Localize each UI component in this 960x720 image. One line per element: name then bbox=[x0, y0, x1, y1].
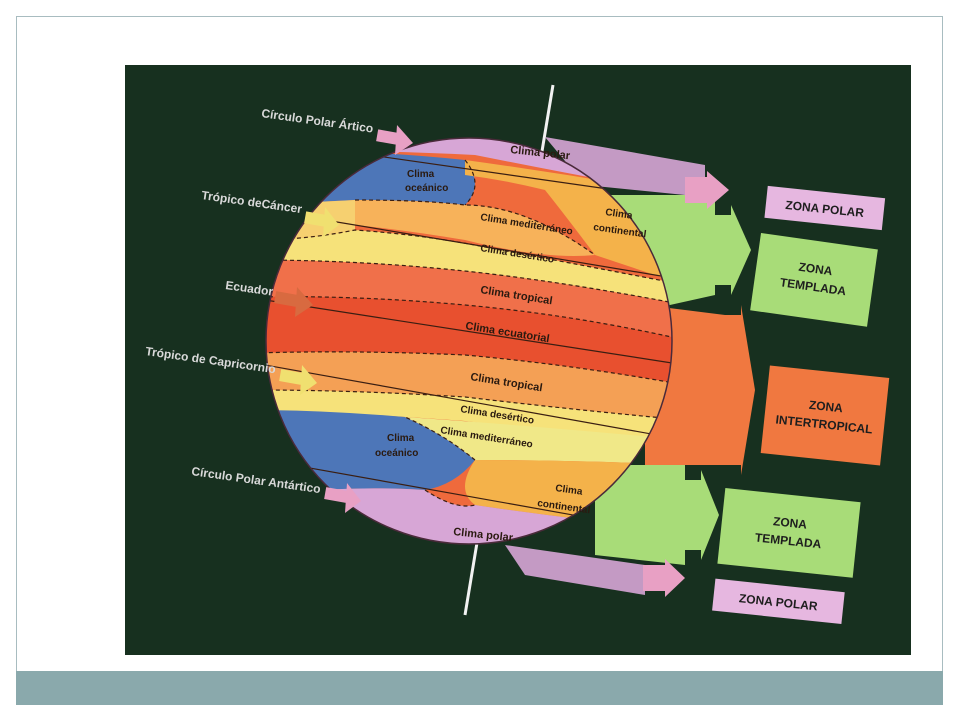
label-clima-continental-south-1: Clima bbox=[555, 483, 584, 498]
region-tropical-north bbox=[266, 260, 672, 340]
region-polar-south bbox=[266, 488, 672, 544]
zone-arrow-polar-north bbox=[685, 171, 729, 209]
label-clima-oceanico-south-2: oceánico bbox=[375, 448, 418, 459]
svg-text:TEMPLADA: TEMPLADA bbox=[754, 530, 822, 551]
globe-outline bbox=[265, 137, 673, 545]
footer-bar bbox=[16, 671, 943, 705]
region-mediterranean-north bbox=[355, 200, 595, 256]
svg-text:ZONA: ZONA bbox=[772, 514, 808, 532]
arrow-equator bbox=[274, 287, 313, 317]
temperate-band-south bbox=[595, 465, 685, 565]
arrow-antarctic bbox=[324, 483, 361, 513]
zone-box-polar-north: ZONA POLAR bbox=[764, 185, 886, 231]
polar-band-south bbox=[505, 545, 645, 595]
arrow-capricorn bbox=[279, 365, 317, 395]
label-ecuador: Ecuador bbox=[225, 278, 275, 299]
region-equatorial bbox=[266, 296, 672, 385]
arrow-arctic bbox=[376, 125, 413, 155]
label-clima-continental-north-1: Clima bbox=[605, 207, 634, 222]
svg-text:ZONA: ZONA bbox=[798, 260, 834, 279]
region-desert-north bbox=[266, 230, 672, 305]
region-mediterranean-south bbox=[405, 417, 672, 465]
zone-box-intertropical: ZONA INTERTROPICAL bbox=[760, 365, 890, 466]
zone-arrow-temperate-north bbox=[713, 205, 751, 295]
zone-box-temperate-north: ZONA TEMPLADA bbox=[750, 233, 878, 327]
zone-arrow-polar-south bbox=[643, 559, 685, 597]
region-desert-south bbox=[266, 390, 672, 440]
zone-arrow-intertropical bbox=[723, 305, 755, 475]
label-clima-oceanico-north-1: Clima bbox=[407, 169, 435, 180]
arrow-cancer bbox=[304, 207, 339, 237]
svg-text:ZONA: ZONA bbox=[808, 398, 844, 416]
region-tropical-south bbox=[266, 351, 672, 420]
label-clima-oceanico-south-1: Clima bbox=[387, 433, 415, 444]
zone-box-temperate-south: ZONA TEMPLADA bbox=[717, 487, 861, 578]
zone-box-polar-south: ZONA POLAR bbox=[712, 578, 845, 625]
label-clima-oceanico-north-2: oceánico bbox=[405, 183, 448, 194]
zone-arrow-temperate-south bbox=[683, 470, 719, 560]
climate-zones-diagram: Clima polar Clima oceánico Clima mediter… bbox=[125, 65, 911, 655]
